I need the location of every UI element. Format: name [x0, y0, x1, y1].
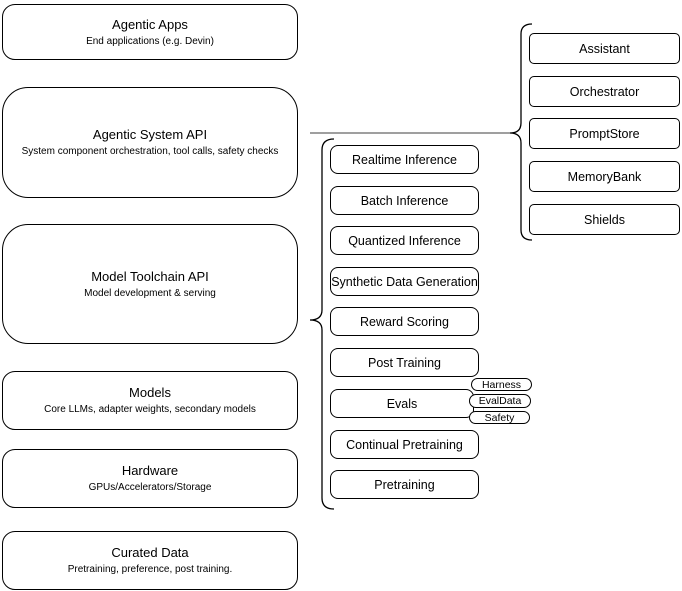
- box-continual-pretraining: Continual Pretraining: [330, 430, 479, 459]
- curated-data-subtitle: Pretraining, preference, post training.: [67, 564, 233, 575]
- box-curated-data: Curated Data Pretraining, preference, po…: [2, 531, 298, 590]
- tag-safety: Safety: [469, 411, 530, 424]
- agentic-system-api-title: Agentic System API: [92, 127, 208, 142]
- box-synthetic-data-generation: Synthetic Data Generation: [330, 267, 479, 296]
- box-quantized-inference: Quantized Inference: [330, 226, 479, 255]
- agentic-apps-title: Agentic Apps: [112, 16, 188, 32]
- box-post-training: Post Training: [330, 348, 479, 377]
- agentic-system-api-subtitle: System component orchestration, tool cal…: [21, 146, 279, 157]
- box-memorybank: MemoryBank: [529, 161, 680, 192]
- box-model-toolchain-api: Model Toolchain API Model development & …: [2, 224, 298, 344]
- box-shields: Shields: [529, 204, 680, 235]
- box-hardware: Hardware GPUs/Accelerators/Storage: [2, 449, 298, 508]
- box-models: Models Core LLMs, adapter weights, secon…: [2, 371, 298, 430]
- models-subtitle: Core LLMs, adapter weights, secondary mo…: [44, 404, 256, 415]
- box-assistant: Assistant: [529, 33, 680, 64]
- box-orchestrator: Orchestrator: [529, 76, 680, 107]
- models-title: Models: [129, 385, 171, 400]
- tag-harness: Harness: [471, 378, 532, 391]
- hardware-subtitle: GPUs/Accelerators/Storage: [88, 482, 212, 493]
- hardware-title: Hardware: [121, 463, 179, 478]
- box-promptstore: PromptStore: [529, 118, 680, 149]
- toolchain-services-brace: [309, 138, 335, 510]
- box-evals: Evals: [330, 389, 474, 418]
- box-reward-scoring: Reward Scoring: [330, 307, 479, 336]
- tag-evaldata: EvalData: [469, 394, 531, 408]
- agentic-apps-subtitle: End applications (e.g. Devin): [86, 35, 214, 47]
- model-toolchain-api-subtitle: Model development & serving: [84, 287, 216, 299]
- box-agentic-system-api: Agentic System API System component orch…: [2, 87, 298, 198]
- box-agentic-apps: Agentic Apps End applications (e.g. Devi…: [2, 4, 298, 60]
- box-batch-inference: Batch Inference: [330, 186, 479, 215]
- box-pretraining: Pretraining: [330, 470, 479, 499]
- curated-data-title: Curated Data: [111, 545, 189, 560]
- box-realtime-inference: Realtime Inference: [330, 145, 479, 174]
- model-toolchain-api-title: Model Toolchain API: [91, 268, 209, 284]
